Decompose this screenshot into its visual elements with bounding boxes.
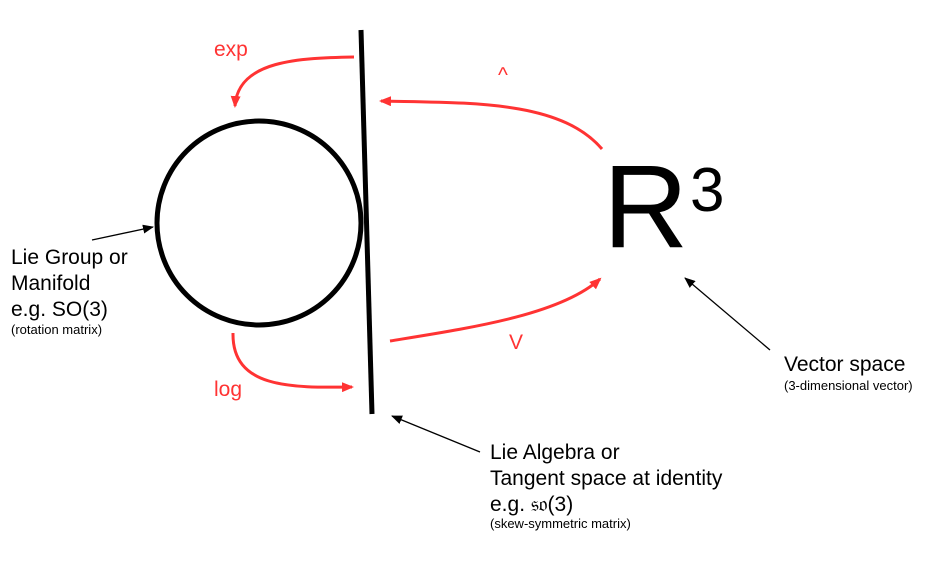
algebra-note: (skew-symmetric matrix) [490,516,631,531]
tangent-line [358,29,375,415]
group-label-line3: e.g. SO(3) [11,298,108,321]
log-arrow [231,332,354,393]
vector-note: (3-dimensional vector) [784,378,913,393]
vee-label: V [509,331,524,354]
algebra-example-suffix: (3) [547,493,574,516]
exp-arrow [230,55,355,108]
vector-space-exponent: 3 [690,156,725,225]
group-note: (rotation matrix) [11,322,103,337]
log-label: log [214,378,243,401]
lie-group-circle [154,118,364,328]
group-label-line1: Lie Group or [11,246,128,269]
group-label-line2: Manifold [11,272,91,295]
algebra-example-symbol: 𝔰𝔬 [530,492,548,516]
group-pointer-arrow [91,224,154,241]
hat-arrow [379,96,604,150]
vector-label-line1: Vector space [784,353,906,376]
vector-pointer-arrow [684,277,771,351]
algebra-example-prefix: e.g. [490,493,531,516]
algebra-pointer-arrow [391,415,481,453]
algebra-label-line2: Tangent space at identity [490,467,723,490]
algebra-label-line1: Lie Algebra or [490,441,620,464]
exp-label: exp [214,38,248,61]
vector-space-symbol: R [603,141,689,273]
vee-arrow [389,277,602,343]
hat-label: ^ [498,64,508,87]
algebra-example: e.g. 𝔰𝔬(3) [490,492,574,517]
